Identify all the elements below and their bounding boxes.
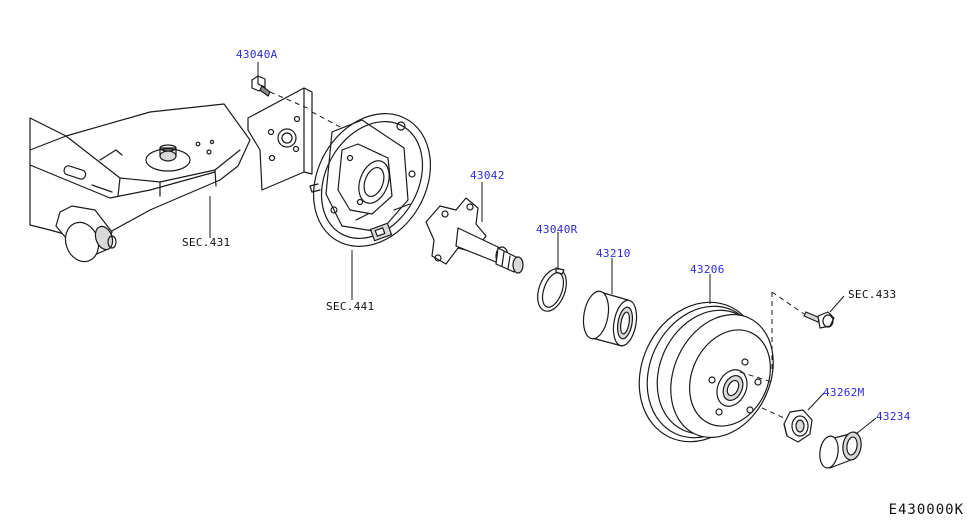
brake-drum-43206 [638, 301, 774, 443]
label-43234: 43234 [876, 410, 911, 423]
label-43040R: 43040R [536, 223, 578, 236]
wheel-bolt [803, 311, 835, 329]
wheel-bearing-43210 [582, 290, 638, 347]
hub-spindle-43042 [425, 197, 524, 274]
label-43210: 43210 [596, 247, 631, 260]
label-43040A: 43040A [236, 48, 278, 61]
diagram-code: E430000K [888, 502, 964, 518]
grease-cap-43234 [819, 431, 862, 469]
assembly-lines [269, 91, 805, 419]
hub-nut-43262M [783, 409, 813, 443]
label-43042: 43042 [470, 169, 505, 182]
bolt-43040A [251, 75, 271, 97]
snap-ring-43040R [537, 267, 567, 312]
brake-backing-plate [309, 113, 432, 247]
rear-axle-beam [29, 103, 251, 263]
label-43206: 43206 [690, 263, 725, 276]
label-43262M: 43262M [823, 386, 865, 399]
leader-lines [209, 62, 877, 435]
label-sec-441: SEC.441 [326, 300, 375, 313]
label-sec-431: SEC.431 [182, 236, 231, 249]
mounting-bracket [247, 87, 313, 191]
label-sec-433: SEC.433 [848, 288, 897, 301]
